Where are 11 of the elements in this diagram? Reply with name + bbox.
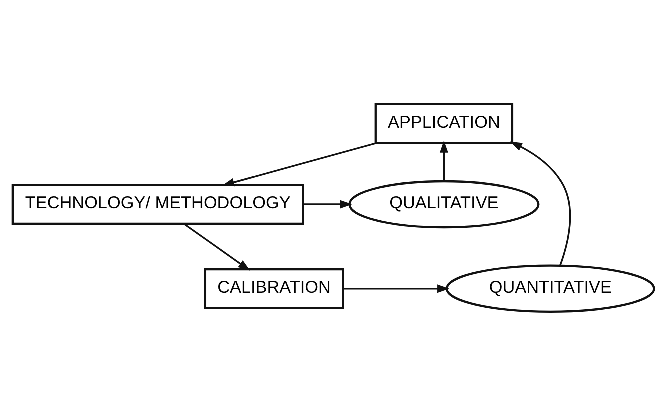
- node-ellipse: QUANTITATIVE: [446, 264, 656, 313]
- node-box: APPLICATION: [374, 103, 514, 144]
- node-box: CALIBRATION: [204, 268, 344, 310]
- arrow: [222, 142, 378, 187]
- arrow: [184, 223, 250, 271]
- arrow: [343, 284, 450, 294]
- arrow: [510, 142, 572, 266]
- node-box: TECHNOLOGY/ METHODOLOGY: [12, 184, 304, 225]
- arrow: [440, 140, 448, 182]
- arrow: [303, 200, 352, 209]
- node-ellipse: QUALITATIVE: [348, 180, 540, 229]
